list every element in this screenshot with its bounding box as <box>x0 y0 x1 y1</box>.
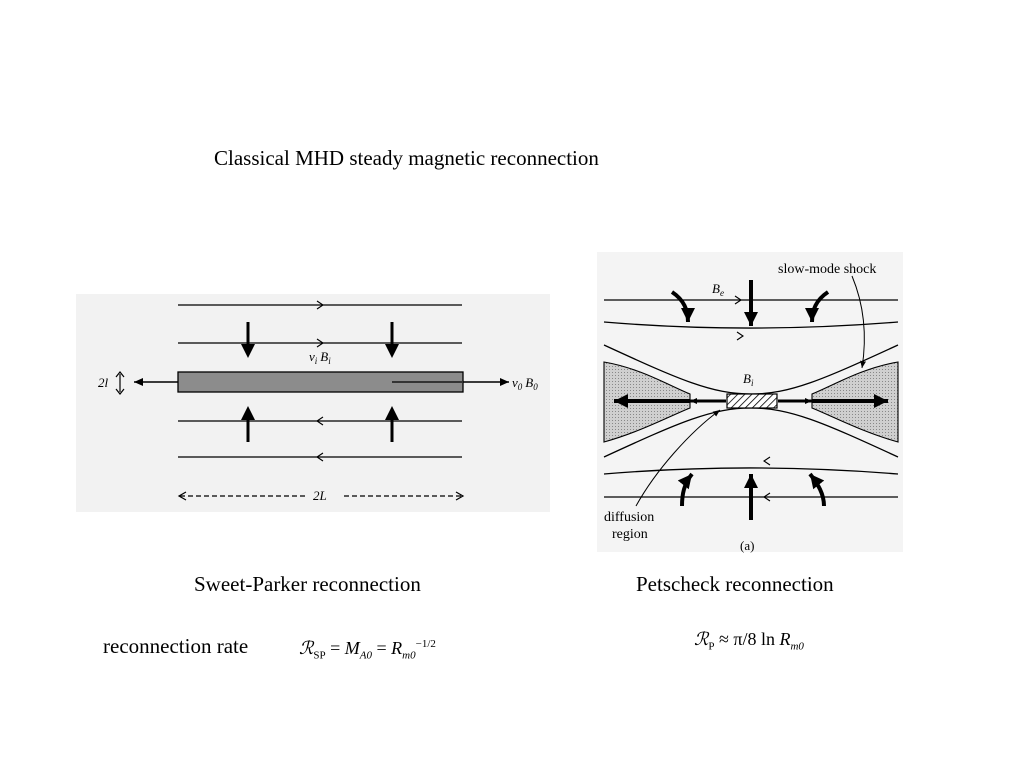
p-diffusion-leader <box>635 409 721 507</box>
p-diffusion-label-line2: region <box>612 527 648 542</box>
sp-inflow-arrows <box>246 322 394 442</box>
p-inflow-bottom-right-arrow <box>808 472 826 507</box>
sp-field-lines <box>178 304 462 458</box>
sp-length-indicator <box>177 491 465 501</box>
p-inflow-top-right-arrow <box>805 290 830 323</box>
petschek-rate-formula: ℛP ≈ π/8 ln Rm0 <box>694 629 804 653</box>
p-inflow-top-left-arrow <box>670 290 695 323</box>
sweet-parker-caption: Sweet-Parker reconnection <box>194 572 421 596</box>
petschek-figure: slow-mode shock Be Bi diffusion region (… <box>597 252 903 553</box>
sp-inflow-arrowheads <box>241 344 399 420</box>
reconnection-rate-label: reconnection rate <box>103 634 249 658</box>
p-diffusion-region <box>726 393 778 409</box>
sp-length-label: 2L <box>313 488 327 503</box>
sweet-parker-rate-formula: ℛSP = MA0 = Rm0−1/2 <box>299 638 436 662</box>
p-inflow-bottom-left-arrow <box>677 472 694 507</box>
sp-thickness-indicator <box>115 371 125 395</box>
p-diffusion-label-line1: diffusion <box>604 510 654 525</box>
petschek-caption: Petscheck reconnection <box>636 572 834 596</box>
p-external-field-label: Be <box>712 281 724 298</box>
slide-title: Classical MHD steady magnetic reconnecti… <box>214 146 599 170</box>
p-shock-leader <box>851 275 867 369</box>
p-internal-field-label: Bi <box>743 371 754 388</box>
sp-thickness-label: 2l <box>98 375 109 390</box>
p-shock-label: slow-mode shock <box>778 262 876 277</box>
sp-field-direction-chevrons <box>316 300 324 462</box>
sp-figure-background <box>76 294 550 512</box>
p-field-direction-chevrons <box>734 295 771 502</box>
p-panel-label: (a) <box>740 538 754 553</box>
